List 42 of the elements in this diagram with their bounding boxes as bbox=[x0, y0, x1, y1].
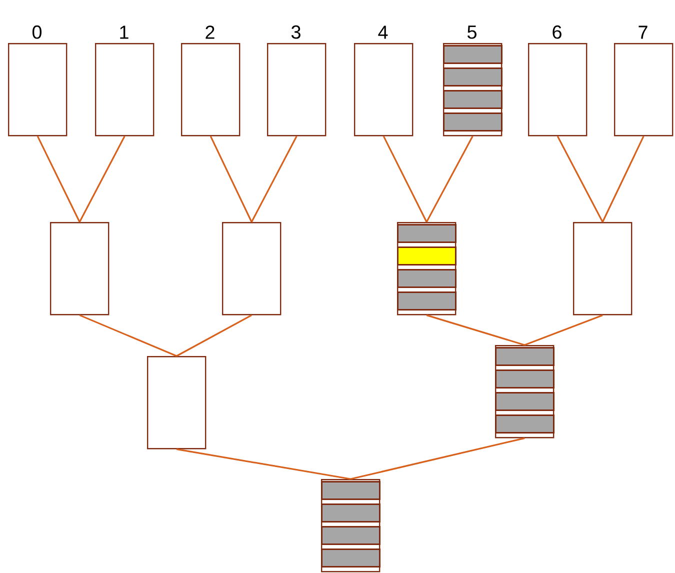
connector-line bbox=[426, 136, 474, 222]
bar bbox=[397, 292, 456, 310]
connector-line bbox=[524, 314, 603, 346]
bar bbox=[321, 504, 380, 522]
connector-line bbox=[210, 136, 252, 222]
connector-line bbox=[36, 136, 80, 222]
bar bbox=[397, 246, 456, 266]
connector-line bbox=[350, 437, 525, 480]
index-number: 4 bbox=[378, 26, 388, 39]
index-number: 0 bbox=[32, 25, 42, 39]
connector-line bbox=[78, 136, 126, 222]
index-number: 5 bbox=[468, 26, 476, 39]
bar bbox=[495, 392, 554, 411]
box bbox=[50, 222, 110, 316]
bar bbox=[443, 68, 502, 86]
connector-line bbox=[176, 448, 351, 480]
bar bbox=[321, 481, 380, 500]
bar bbox=[321, 548, 380, 568]
bar bbox=[397, 269, 456, 288]
bar bbox=[495, 414, 554, 434]
bar bbox=[495, 370, 554, 388]
box bbox=[222, 222, 282, 316]
index-number: 2 bbox=[206, 26, 214, 39]
bar bbox=[321, 526, 380, 545]
connector-line bbox=[382, 136, 428, 222]
bar bbox=[443, 90, 502, 109]
connector-line bbox=[426, 314, 525, 346]
connector-line bbox=[250, 136, 298, 222]
bar bbox=[397, 224, 456, 243]
bar bbox=[443, 112, 502, 132]
bar bbox=[495, 347, 554, 366]
connector-line bbox=[556, 136, 604, 222]
bar bbox=[443, 45, 502, 64]
box bbox=[147, 356, 206, 450]
index-number: 1 bbox=[120, 26, 128, 39]
connector-line bbox=[602, 136, 644, 222]
index-number: 6 bbox=[552, 25, 562, 39]
box bbox=[573, 222, 632, 316]
connector-line bbox=[79, 314, 177, 357]
index-number: 3 bbox=[291, 25, 300, 39]
index-number: 7 bbox=[638, 26, 648, 39]
connector-line bbox=[176, 314, 252, 357]
